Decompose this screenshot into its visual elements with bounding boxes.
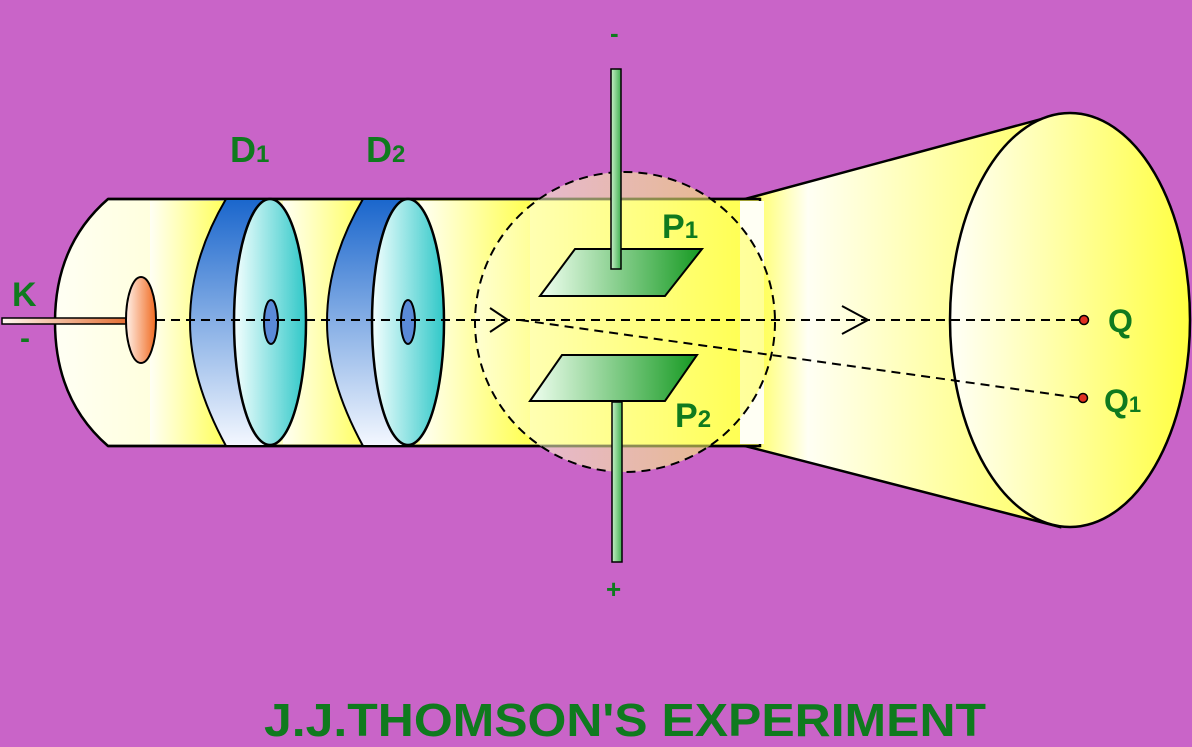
label-cathode-sign: - — [20, 322, 30, 355]
label-top-sign: - — [610, 18, 619, 48]
fluorescent-screen — [948, 111, 1192, 529]
label-cathode: K — [12, 276, 37, 314]
diagram-title: J.J.THOMSON'S EXPERIMENT — [264, 694, 986, 746]
deflection-plate-p1 — [538, 68, 705, 297]
cathode-disc — [125, 276, 157, 364]
label-p2: P2 — [675, 397, 711, 435]
electron-beam — [156, 319, 1081, 399]
spot-q1 — [1077, 392, 1089, 404]
label-d1: D1 — [230, 129, 269, 170]
label-q1: Q1 — [1104, 383, 1141, 419]
anode-disc-d1 — [188, 197, 308, 447]
label-p1: P1 — [662, 208, 698, 246]
label-bottom-sign: + — [606, 574, 621, 604]
anode-disc-d2 — [325, 197, 446, 447]
label-q: Q — [1108, 303, 1133, 339]
spot-q — [1078, 314, 1090, 326]
label-d2: D2 — [366, 129, 405, 170]
beam-arrow-1 — [489, 307, 510, 333]
beam-arrow-2 — [841, 305, 871, 335]
field-region-circle — [475, 172, 775, 472]
deflection-plate-p2 — [528, 354, 699, 563]
